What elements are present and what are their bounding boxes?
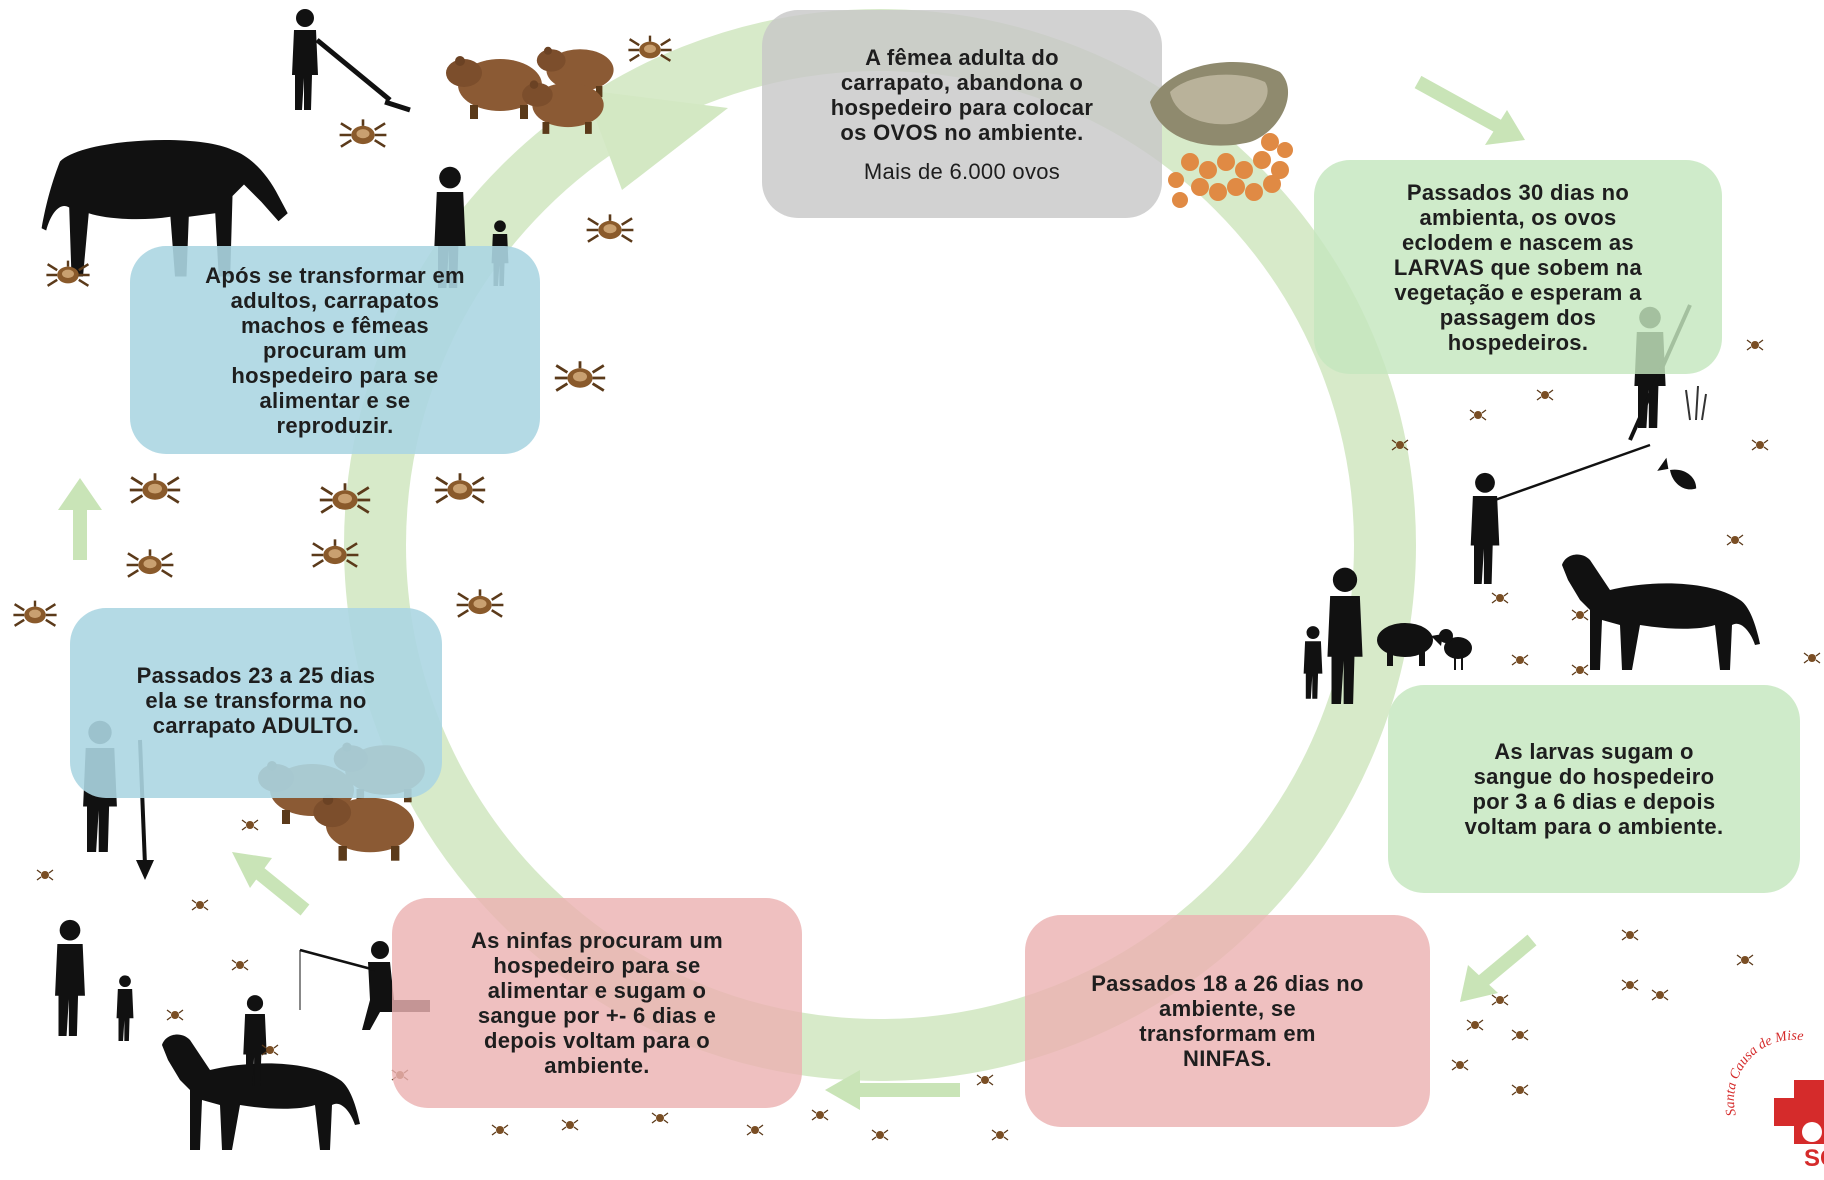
fisherman-standing-icon bbox=[1470, 443, 1651, 584]
seated-fisherman-icon bbox=[299, 941, 430, 1030]
stage-adult: Passados 23 a 25 dias ela se transforma … bbox=[70, 608, 442, 798]
horse-rider-icon bbox=[162, 995, 360, 1150]
direction-arrow-right bbox=[1460, 934, 1537, 1002]
pig-icon bbox=[1377, 623, 1443, 666]
logo-acronym: SCMA bbox=[1804, 1145, 1824, 1172]
direction-arrow-bottom bbox=[825, 1070, 960, 1110]
stage-larvae-feed-text: As larvas sugam o sangue do hospedeiro p… bbox=[1464, 739, 1724, 839]
ring-arrowhead bbox=[585, 90, 728, 190]
stage-eggs-text: A fêmea adulta do carrapato, abandona o … bbox=[830, 44, 1094, 145]
stage-larvae-text: Passados 30 dias no ambienta, os ovos ec… bbox=[1393, 179, 1643, 355]
direction-arrow-bottom-left bbox=[232, 852, 310, 916]
stage-adult-text: Passados 23 a 25 dias ela se transforma … bbox=[136, 663, 376, 738]
chicken-icon bbox=[1439, 629, 1472, 670]
logo-emblem: Santa Causa de Mise bbox=[1724, 1029, 1824, 1144]
stage-larvae: Passados 30 dias no ambienta, os ovos ec… bbox=[1314, 160, 1722, 374]
mother-and-child-icon bbox=[55, 919, 134, 1041]
egg-mass-image bbox=[1150, 62, 1293, 208]
stage-eggs-count: Mais de 6.000 ovos bbox=[863, 158, 1061, 184]
stage-nymphs-feed-text: As ninfas procuram um hospedeiro para se… bbox=[470, 928, 724, 1078]
stage-nymphs: Passados 18 a 26 dias no ambiente, se tr… bbox=[1025, 915, 1430, 1127]
person-weeding-icon bbox=[292, 9, 411, 113]
direction-arrow-left bbox=[58, 478, 102, 560]
horse-grazing-icon bbox=[41, 139, 288, 277]
stage-adult-feed-text: Após se transformar em adultos, carrapat… bbox=[205, 262, 465, 438]
horse-standing-icon bbox=[1562, 554, 1760, 670]
stage-larvae-feed: As larvas sugam o sangue do hospedeiro p… bbox=[1388, 685, 1800, 893]
direction-arrow-top-right bbox=[1414, 75, 1525, 145]
stage-eggs: A fêmea adulta do carrapato, abandona o … bbox=[762, 10, 1162, 218]
scma-logo: Santa Causa de Mise SCMA bbox=[1724, 1020, 1824, 1180]
stage-nymphs-text: Passados 18 a 26 dias no ambiente, se tr… bbox=[1091, 971, 1364, 1071]
capybara-group-top-icon bbox=[446, 46, 614, 134]
stage-adult-feed: Após se transformar em adultos, carrapat… bbox=[130, 246, 540, 454]
stage-nymphs-feed: As ninfas procuram um hospedeiro para se… bbox=[392, 898, 802, 1108]
fish-icon bbox=[1657, 457, 1697, 490]
grass-icon bbox=[1685, 385, 1707, 421]
